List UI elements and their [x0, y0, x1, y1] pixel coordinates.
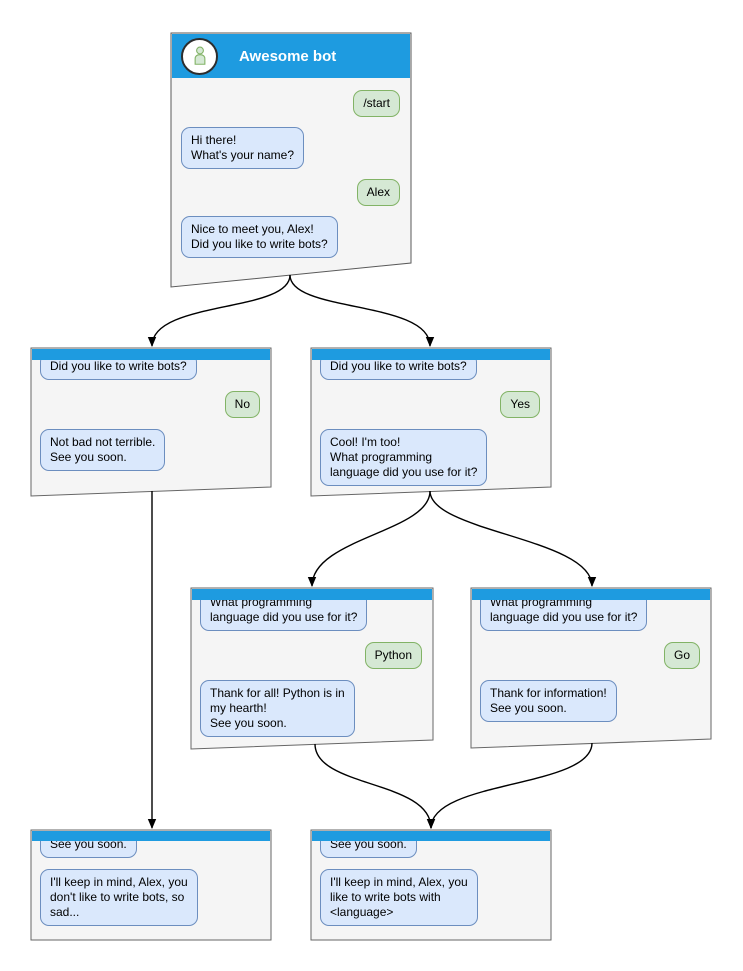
main-chat-header: Awesome bot	[172, 34, 410, 78]
branch-python-messages: What programming language did you use fo…	[192, 600, 432, 738]
user-message-go: Go	[663, 642, 700, 669]
bot-message-end-yes-reply: I'll keep in mind, Alex, you like to wri…	[320, 869, 478, 926]
user-message-start: /start	[353, 90, 400, 117]
user-message-no: No	[224, 391, 260, 418]
branch-go-header	[472, 589, 710, 600]
bot-message-yes-reply: Cool! I'm too! What programming language…	[320, 429, 488, 486]
bot-message-greeting: Hi there! What's your name?	[181, 127, 305, 169]
end-yes-messages: See you soon. I'll keep in mind, Alex, y…	[312, 841, 550, 939]
bot-message-see-you: See you soon.	[320, 841, 417, 858]
branch-python-header	[192, 589, 432, 600]
bot-message-end-no-reply: I'll keep in mind, Alex, you don't like …	[40, 869, 198, 926]
edge-python-to-end	[314, 743, 436, 829]
bot-message-go-reply: Thank for information! See you soon.	[480, 680, 617, 722]
main-chat-messages: /start Hi there! What's your name? Alex …	[172, 78, 410, 261]
edge-main-to-no	[147, 274, 291, 347]
branch-no-messages: Did you like to write bots? No Not bad n…	[32, 360, 270, 486]
bot-message-language-question: What programming language did you use fo…	[200, 600, 368, 631]
bot-message-see-you: See you soon.	[40, 841, 137, 858]
bot-message-language-question: What programming language did you use fo…	[480, 600, 648, 631]
bot-message-python-reply: Thank for all! Python is in my hearth! S…	[200, 680, 355, 737]
end-no-header	[32, 831, 270, 841]
bot-message-question: Nice to meet you, Alex! Did you like to …	[181, 216, 338, 258]
bot-avatar	[181, 37, 218, 75]
user-message-yes: Yes	[500, 391, 540, 418]
user-message-name: Alex	[356, 179, 400, 206]
branch-go-messages: What programming language did you use fo…	[472, 600, 710, 737]
edge-yes-to-go	[429, 490, 597, 587]
branch-no-header	[32, 349, 270, 360]
branch-yes-header	[312, 349, 550, 360]
person-icon	[194, 46, 205, 65]
chat-title: Awesome bot	[239, 47, 337, 65]
bot-message-no-reply: Not bad not terrible. See you soon.	[40, 429, 166, 471]
edge-yes-to-python	[307, 490, 431, 587]
bot-message-question-echo: Did you like to write bots?	[40, 360, 197, 380]
end-yes-header	[312, 831, 550, 841]
edge-go-to-end	[426, 742, 593, 829]
bot-message-question-echo: Did you like to write bots?	[320, 360, 477, 380]
end-no-messages: See you soon. I'll keep in mind, Alex, y…	[32, 841, 270, 939]
edge-main-to-yes	[289, 274, 435, 347]
branch-yes-messages: Did you like to write bots? Yes Cool! I'…	[312, 360, 550, 486]
user-message-python: Python	[364, 642, 422, 669]
